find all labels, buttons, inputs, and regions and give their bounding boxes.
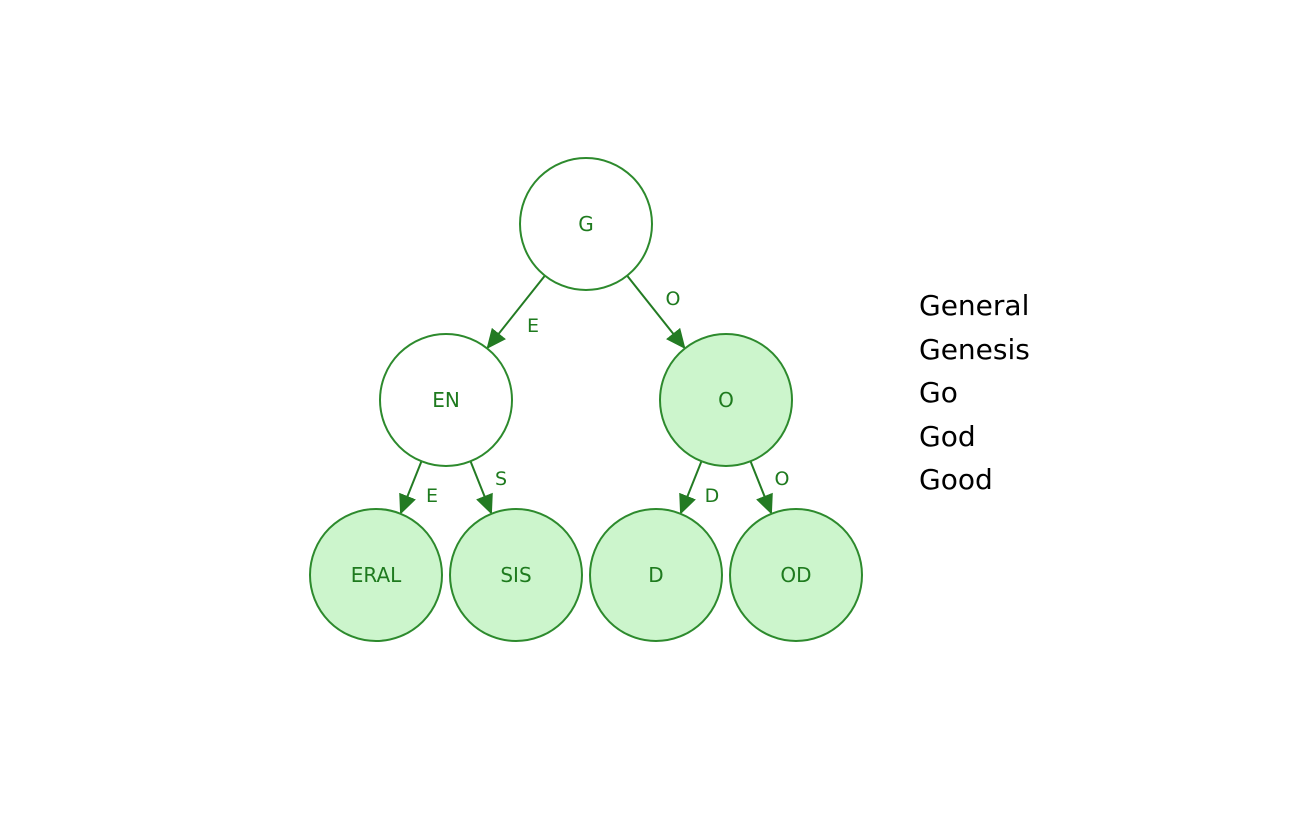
edge-label-o-od: O xyxy=(775,468,790,490)
edge-label-en-eral: E xyxy=(426,485,438,507)
trie-node-label: G xyxy=(578,212,594,236)
trie-node-od: OD xyxy=(729,508,863,642)
word-list: General Genesis Go God Good xyxy=(919,284,1030,502)
trie-node-circle xyxy=(379,333,513,467)
word-item: General xyxy=(919,289,1030,322)
word-item: Go xyxy=(919,376,958,409)
trie-node-label: D xyxy=(648,563,663,587)
word-item: God xyxy=(919,419,976,453)
trie-node-d: D xyxy=(589,508,723,642)
edges-layer: E O E S D O xyxy=(399,275,790,515)
trie-node-label: OD xyxy=(780,563,811,587)
trie-node-eral: ERAL xyxy=(309,508,443,642)
trie-node-circle xyxy=(309,508,443,642)
edge-arrow-en-sis xyxy=(469,460,493,515)
trie-node-circle xyxy=(449,508,583,642)
trie-node-sis: SIS xyxy=(449,508,583,642)
edge-arrow-o-od xyxy=(749,460,773,515)
trie-node-label: O xyxy=(718,388,734,412)
trie-node-circle xyxy=(519,157,653,291)
edge-label-o-d: D xyxy=(705,485,720,507)
edge-label-en-sis: S xyxy=(495,468,507,490)
edge-label-g-en: E xyxy=(527,315,539,337)
edge-arrow-g-o xyxy=(626,275,686,350)
trie-node-label: EN xyxy=(432,388,460,412)
trie-node-circle xyxy=(589,508,723,642)
edge-label-g-o: O xyxy=(666,288,681,310)
trie-node-en: EN xyxy=(379,333,513,467)
trie-node-circle xyxy=(729,508,863,642)
word-item: Good xyxy=(919,463,993,496)
trie-node-o: O xyxy=(659,333,793,467)
trie-node-g: G xyxy=(519,157,653,291)
trie-node-label: ERAL xyxy=(351,563,402,587)
edge-arrow-g-en xyxy=(486,275,546,350)
trie-node-circle xyxy=(659,333,793,467)
word-item: Genesis xyxy=(919,332,1030,366)
trie-node-label: SIS xyxy=(500,563,531,587)
edge-arrow-en-eral xyxy=(399,460,423,515)
edge-arrow-o-d xyxy=(679,460,703,515)
